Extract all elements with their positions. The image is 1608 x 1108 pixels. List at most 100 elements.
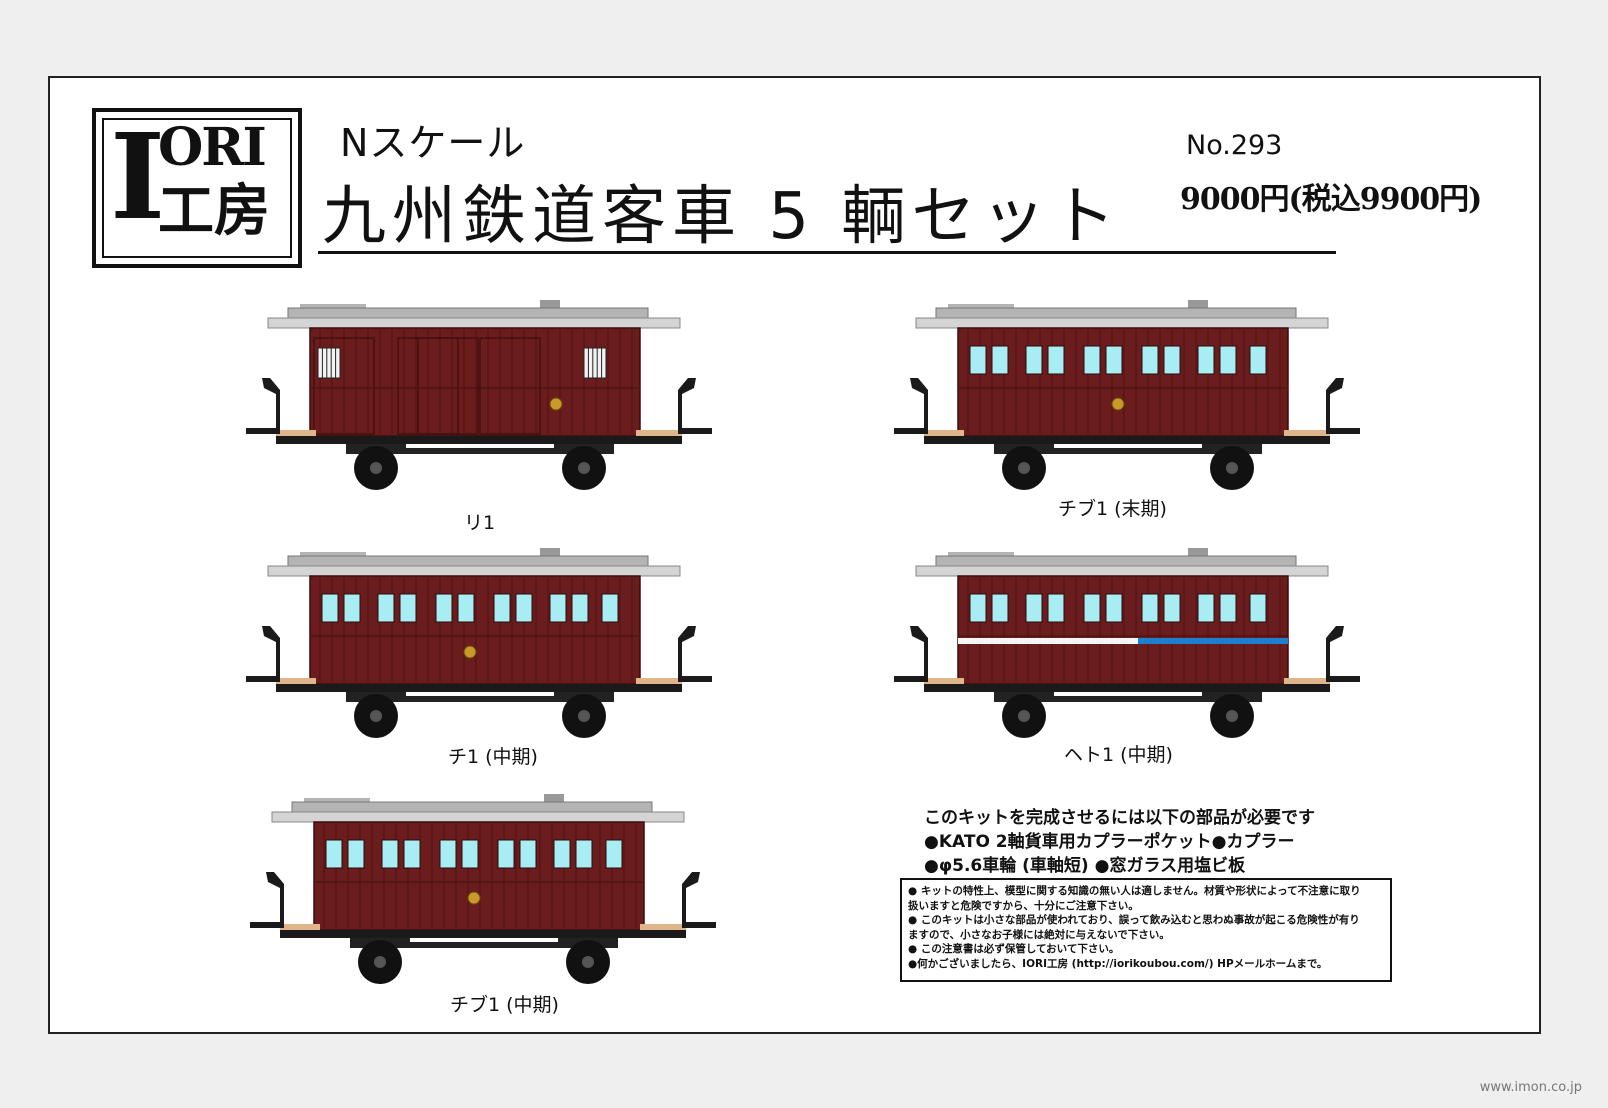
passenger-window xyxy=(493,593,511,623)
class-stripe-blue xyxy=(1138,638,1288,644)
car-body xyxy=(309,575,641,685)
wheel-hub xyxy=(370,462,382,474)
roof-eave xyxy=(267,317,681,329)
barred-window xyxy=(583,347,607,379)
roof-lamp xyxy=(1188,548,1208,556)
required-parts-line-2: ●φ5.6車輪 (車軸短) ●窓ガラス用塩ビ板 xyxy=(924,856,1246,876)
logo-letter-i: I xyxy=(110,107,166,246)
roof-lamp xyxy=(540,300,560,308)
coupler-left xyxy=(894,428,924,434)
wheel-hub xyxy=(370,710,382,722)
car-label-chibu1-mid: チブ1 (中期) xyxy=(450,994,559,1016)
required-parts: このキットを完成させるには以下の部品が必要です ●KATO 2軸貨車用カプラーポ… xyxy=(924,806,1315,878)
passenger-window xyxy=(321,593,339,623)
passenger-window xyxy=(1163,345,1181,375)
passenger-window xyxy=(439,839,457,869)
roof xyxy=(287,307,649,319)
end-platform xyxy=(280,924,320,930)
passenger-window xyxy=(605,839,623,869)
passenger-window xyxy=(991,593,1009,623)
car-illustration-ri1 xyxy=(246,300,712,490)
brake-rigging xyxy=(400,448,560,454)
caution-line: ますので、小さなお子様には絶対に与えないで下さい。 xyxy=(908,928,1170,941)
end-platform xyxy=(636,678,682,684)
passenger-window xyxy=(435,593,453,623)
passenger-window xyxy=(325,839,343,869)
roof xyxy=(935,555,1297,567)
passenger-window xyxy=(347,839,365,869)
roof-eave xyxy=(271,811,685,823)
car-illustration-chibu1-mid xyxy=(250,794,716,984)
caution-line: 扱いますと危険ですから、十分にご注意下さい。 xyxy=(908,899,1139,912)
passenger-window xyxy=(969,593,987,623)
passenger-window xyxy=(549,593,567,623)
roof-vent xyxy=(948,552,1014,558)
underframe xyxy=(924,436,1330,444)
roof-eave xyxy=(915,565,1329,577)
passenger-window xyxy=(571,593,589,623)
end-railing-left xyxy=(262,378,280,434)
passenger-window xyxy=(1141,345,1159,375)
coupler-left xyxy=(894,676,924,682)
passenger-window xyxy=(403,839,421,869)
passenger-window xyxy=(1047,593,1065,623)
passenger-window xyxy=(377,593,395,623)
coupler-right xyxy=(1330,676,1360,682)
passenger-window xyxy=(497,839,515,869)
product-price: 9000円(税込9900円) xyxy=(1180,182,1482,217)
end-platform xyxy=(276,430,316,436)
passenger-window xyxy=(969,345,987,375)
wheel-hub xyxy=(1018,710,1030,722)
end-railing-right xyxy=(678,626,696,682)
car-illustration-chi1-mid xyxy=(246,548,712,738)
passenger-window xyxy=(1047,345,1065,375)
car-body xyxy=(309,327,641,437)
roof-vent xyxy=(304,798,370,804)
passenger-window xyxy=(1141,593,1159,623)
required-parts-heading: このキットを完成させるには以下の部品が必要です xyxy=(924,808,1315,828)
end-platform xyxy=(924,430,964,436)
crest-emblem xyxy=(549,397,563,411)
car-illustration-heto1-mid xyxy=(894,548,1360,738)
end-railing-right xyxy=(682,872,700,928)
car-label-heto1-mid: ヘト1 (中期) xyxy=(1064,744,1173,766)
brake-rigging xyxy=(1048,448,1208,454)
car-body xyxy=(957,575,1289,685)
roof-lamp xyxy=(1188,300,1208,308)
passenger-window xyxy=(991,345,1009,375)
coupler-right xyxy=(682,428,712,434)
car-label-chi1-mid: チ1 (中期) xyxy=(448,746,538,768)
product-number: No.293 xyxy=(1186,130,1283,161)
car-body xyxy=(957,327,1289,437)
roof-eave xyxy=(915,317,1329,329)
underframe xyxy=(276,684,682,692)
end-railing-left xyxy=(910,378,928,434)
roof-vent xyxy=(300,552,366,558)
end-platform xyxy=(636,430,682,436)
underframe xyxy=(280,930,686,938)
end-platform xyxy=(276,678,316,684)
caution-line: ● キットの特性上、模型に関する知識の無い人は適しません。材質や形状によって不注… xyxy=(908,885,1361,897)
underframe xyxy=(276,436,682,444)
roof-vent xyxy=(948,304,1014,310)
site-credit: www.imon.co.jp xyxy=(1479,1080,1582,1095)
coupler-left xyxy=(246,428,276,434)
passenger-window xyxy=(515,593,533,623)
logo-letters-ori: ORI xyxy=(158,117,267,178)
wheel-hub xyxy=(1226,710,1238,722)
passenger-window xyxy=(1249,593,1267,623)
roof xyxy=(287,555,649,567)
end-platform xyxy=(1284,430,1330,436)
passenger-window xyxy=(1083,593,1101,623)
end-railing-right xyxy=(678,378,696,434)
brake-rigging xyxy=(400,696,560,702)
roof-lamp xyxy=(544,794,564,802)
passenger-window xyxy=(1197,593,1215,623)
required-parts-line-1: ●KATO 2軸貨車用カプラーポケット●カプラー xyxy=(924,832,1295,852)
passenger-window xyxy=(343,593,361,623)
passenger-window xyxy=(1163,593,1181,623)
passenger-window xyxy=(1219,345,1237,375)
passenger-window xyxy=(461,839,479,869)
brake-rigging xyxy=(404,942,564,948)
wheel-hub xyxy=(374,956,386,968)
